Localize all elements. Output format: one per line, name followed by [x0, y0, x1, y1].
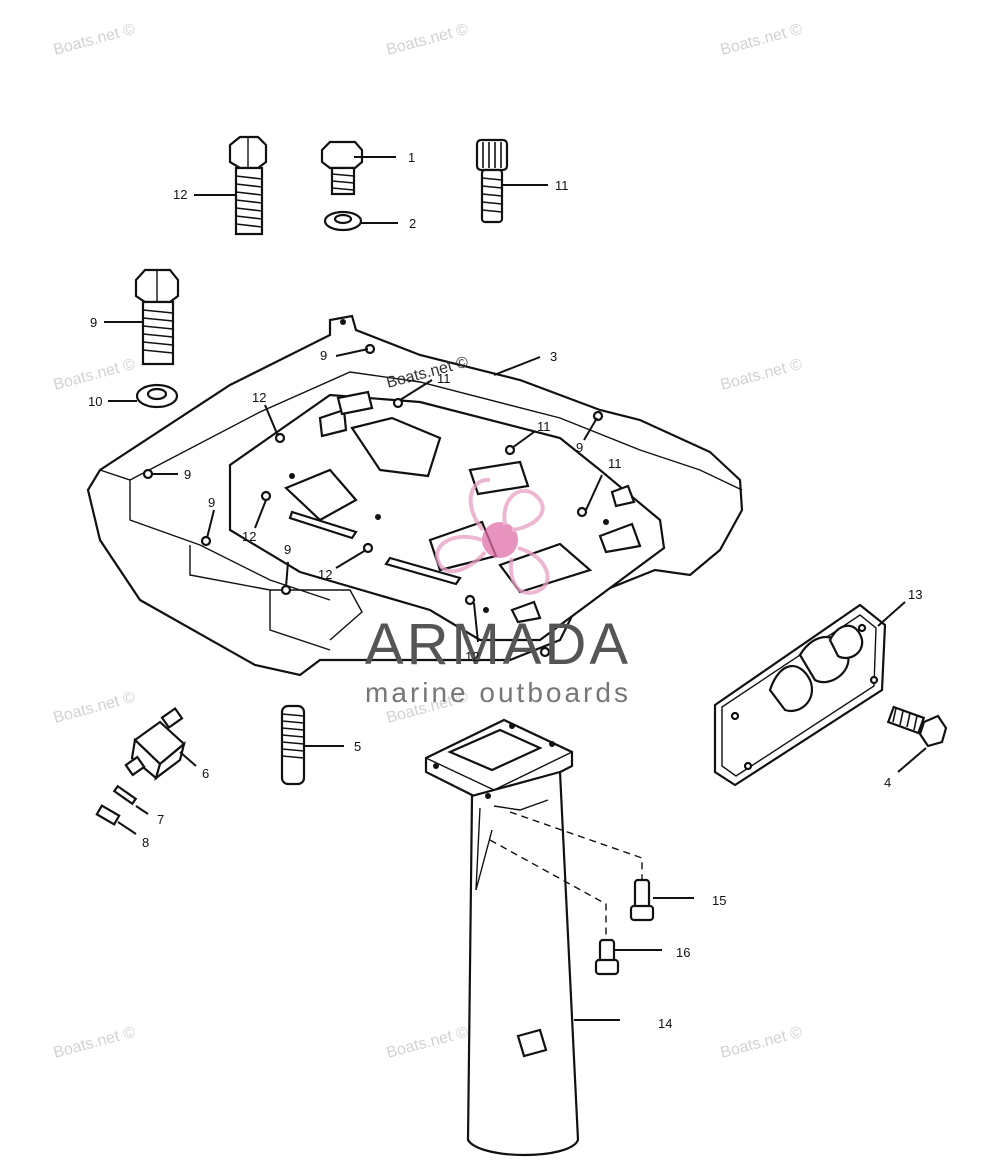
part-4-hex-bolt: [886, 705, 948, 773]
callout-13: 13: [908, 587, 922, 602]
part-2-lock-washer: [323, 210, 398, 232]
watermark-text: Boats.net ©: [385, 1024, 471, 1062]
callout-3: 3: [550, 349, 557, 364]
callout-12: 12: [318, 567, 332, 582]
callout-9: 9: [320, 348, 327, 363]
part-8-connector: [95, 804, 137, 835]
part-14-exhaust-tube: [424, 718, 620, 1157]
callout-7: 7: [157, 812, 164, 827]
watermark-text: Boats.net ©: [52, 1024, 138, 1062]
callout-12: 12: [173, 187, 187, 202]
callout-6: 6: [202, 766, 209, 781]
callout-12: 12: [242, 529, 256, 544]
callout-9: 9: [208, 495, 215, 510]
callout-8: 8: [142, 835, 149, 850]
part-6-sensor: [124, 706, 197, 781]
callout-4: 4: [884, 775, 891, 790]
brand-name: ARMADA: [365, 612, 631, 677]
callout-labels: 12 1 11 2 9 10 3 9 11 12 11 9 9 11 9 12 …: [88, 150, 922, 1031]
part-5-stud: [280, 704, 344, 786]
callout-11: 11: [537, 419, 551, 434]
armada-logo: [435, 477, 550, 595]
watermark-text: Boats.net ©: [719, 1024, 805, 1062]
part-9-hex-bolt: [104, 268, 180, 366]
part-13-cover: [713, 601, 906, 787]
watermark-text: Boats.net ©: [385, 21, 471, 59]
part-11-socket-screw: [475, 138, 548, 224]
watermark-text: Boats.net ©: [719, 21, 805, 59]
part-3-adapter-plate: [86, 314, 744, 677]
watermark-text: Boats.net ©: [52, 356, 138, 394]
logo-hub: [482, 522, 518, 558]
callout-9: 9: [284, 542, 291, 557]
part-16-screw: [594, 938, 662, 976]
part-12-hex-bolt: [194, 135, 268, 236]
callout-16: 16: [676, 945, 690, 960]
watermark-text: Boats.net ©: [52, 21, 138, 59]
watermark-text: Boats.net ©: [52, 689, 138, 727]
callout-12: 12: [252, 390, 266, 405]
part-7-pin: [112, 784, 149, 815]
callout-10: 10: [88, 394, 102, 409]
callout-11: 11: [608, 456, 622, 471]
brand-tagline: marine outboards: [365, 677, 631, 708]
callout-11: 11: [437, 371, 451, 386]
part-10-washer: [108, 383, 179, 409]
callout-11: 11: [555, 178, 569, 193]
callout-14: 14: [658, 1016, 672, 1031]
part-15-screw: [629, 878, 694, 922]
callout-5: 5: [354, 739, 361, 754]
callout-9: 9: [90, 315, 97, 330]
assembly-lines: [489, 811, 643, 940]
callout-2: 2: [409, 216, 416, 231]
callout-15: 15: [712, 893, 726, 908]
callout-12: 12: [465, 649, 479, 664]
watermark-text: Boats.net ©: [719, 356, 805, 394]
callout-9: 9: [576, 440, 583, 455]
callout-9: 9: [184, 467, 191, 482]
callout-1: 1: [408, 150, 415, 165]
part-1-hex-bolt: [320, 140, 396, 196]
